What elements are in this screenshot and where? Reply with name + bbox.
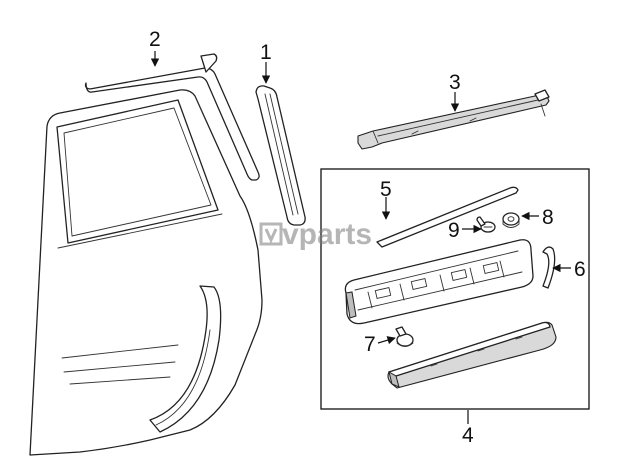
callout-6: 6 [574, 258, 586, 281]
watermark: vparts [259, 218, 372, 251]
part-3-upper-trim [357, 89, 550, 150]
lower-side-moulding [387, 321, 557, 389]
callout-5: 5 [380, 178, 392, 201]
door-moulding-panel [344, 239, 534, 325]
callout-numbers: 2 1 3 5 8 9 6 7 4 [149, 28, 586, 447]
part-1-pillar-applique [255, 85, 306, 226]
callout-8: 8 [542, 206, 554, 229]
callout-4: 4 [462, 424, 474, 447]
callout-2: 2 [149, 28, 161, 51]
part-2-upper-weatherstrip [84, 53, 260, 181]
part-8-nut [502, 212, 520, 228]
callout-9: 9 [448, 219, 460, 242]
rear-door [29, 89, 263, 456]
kit-box [320, 168, 590, 410]
callout-3: 3 [449, 71, 461, 94]
watermark-text: vparts [282, 218, 372, 251]
wheel-arch-liner [149, 285, 222, 433]
part-9-screw [476, 216, 496, 233]
callout-7: 7 [364, 333, 376, 356]
part-5-moulding [376, 186, 519, 248]
part-6-bracket [542, 246, 556, 289]
callout-1: 1 [260, 41, 272, 64]
callout-leaders [150, 51, 571, 424]
part-7-clip [395, 326, 414, 347]
